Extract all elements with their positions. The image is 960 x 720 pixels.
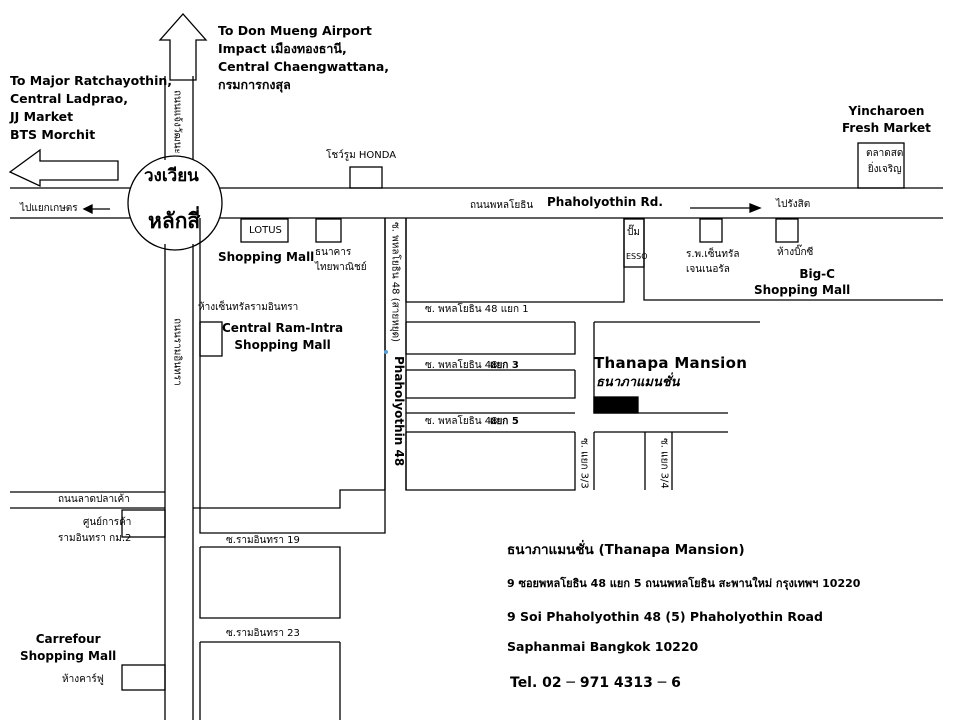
thanapa-th-label: ธนาภาแมนชั่น bbox=[596, 375, 680, 390]
carrefour-th-label: ห้างคาร์ฟู bbox=[62, 674, 104, 685]
central-en-label: Central Ram-Intra Shopping Mall bbox=[222, 321, 344, 353]
thanapa-building bbox=[593, 396, 639, 414]
market-en-label: Yincharoen Fresh Market bbox=[842, 104, 931, 135]
esso-label: ESSO bbox=[626, 252, 648, 261]
soi-3-3-label: ซ. แยก 3/3 bbox=[578, 438, 590, 489]
hospital-label: ร.พ.เซ็นทรัล เจนเนอรัล bbox=[686, 249, 740, 275]
west-destination-label: To Major Ratchayothin, Central Ladprao, … bbox=[10, 73, 173, 143]
honda-building bbox=[349, 166, 383, 189]
bigc-th-label: ห้างบิ๊กซี bbox=[777, 247, 814, 258]
road-south-vertical-label: ถนนรามอินทรา bbox=[171, 318, 183, 386]
soi-48-vertical-th-label: ซ. พหลโยธิน 48 (สายหยุด) bbox=[389, 222, 401, 343]
sun-center-building bbox=[121, 509, 166, 538]
bigc-building bbox=[775, 218, 799, 243]
road-west-label: ไปแยกเกษตร bbox=[20, 203, 78, 214]
vertical-road bbox=[164, 76, 194, 720]
address-line-en2: Saphanmai Bangkok 10220 bbox=[507, 639, 699, 654]
lotus-building bbox=[240, 218, 289, 243]
lat-pla-khao-road bbox=[10, 489, 385, 509]
bank-building bbox=[315, 218, 342, 243]
lotus-en-label: Shopping Mall bbox=[218, 250, 315, 264]
location-dot bbox=[384, 350, 388, 354]
soi-3-suffix: แยก 3 bbox=[490, 360, 519, 371]
bank-label: ธนาคาร ไทยพาณิชย์ bbox=[315, 247, 367, 273]
central-building bbox=[199, 321, 223, 357]
circle-label-bottom: หลักสี่ bbox=[148, 209, 201, 233]
soi-3-4-label: ซ. แยก 3/4 bbox=[658, 438, 670, 489]
carrefour-en-label: Carrefour Shopping Mall bbox=[20, 632, 117, 664]
soi-48-vertical-en-label: Phaholyothin 48 bbox=[391, 356, 406, 467]
road-main-en-label: Phaholyothin Rd. bbox=[547, 195, 663, 209]
road-main-th-label: ถนนพหลโยธิน bbox=[470, 200, 534, 211]
esso-top-label: ปั๊ม bbox=[627, 227, 640, 238]
market-building bbox=[857, 142, 905, 189]
address-name: ธนาภาแมนชั่น (Thanapa Mansion) bbox=[507, 542, 745, 558]
address-line-en1: 9 Soi Phaholyothin 48 (5) Phaholyothin R… bbox=[507, 609, 823, 624]
east-arrow-icon bbox=[749, 203, 762, 213]
soi-23-label: ซ.รามอินทรา 23 bbox=[226, 628, 300, 639]
circle-label-top: วงเวียน bbox=[144, 166, 199, 186]
phaholyothin-road bbox=[10, 187, 943, 219]
soi-19-label: ซ.รามอินทรา 19 bbox=[226, 535, 300, 546]
north-arrow-icon bbox=[158, 13, 208, 81]
roundabout-circle bbox=[127, 155, 223, 251]
lotus-label: LOTUS bbox=[249, 225, 282, 236]
honda-label: โชว์รูม HONDA bbox=[326, 150, 397, 161]
esso-building bbox=[623, 218, 645, 268]
west-arrow-icon bbox=[8, 148, 119, 188]
soi-3-label: ซ. พหลโยธิน 48 bbox=[425, 360, 498, 371]
central-th-label: ห้างเซ็นทรัลรามอินทรา bbox=[198, 302, 299, 313]
thanapa-en-label: Thanapa Mansion bbox=[594, 354, 748, 372]
lat-pla-khao-label: ถนนลาดปลาเค้า bbox=[58, 494, 130, 505]
road-north-vertical-label: ถนนแจ้งวัฒนะ bbox=[171, 90, 183, 154]
carrefour-building bbox=[121, 664, 166, 691]
soi-1-label: ซ. พหลโยธิน 48 แยก 1 bbox=[425, 304, 529, 315]
soi-5-label: ซ. พหลโยธิน 48 bbox=[425, 416, 498, 427]
hospital-building bbox=[699, 218, 723, 243]
address-tel: Tel. 02 ─ 971 4313 ─ 6 bbox=[510, 675, 681, 691]
north-destination-label: To Don Mueng Airport Impact เมืองทองธานี… bbox=[218, 23, 390, 93]
soi-5-suffix: แยก 5 bbox=[490, 416, 519, 427]
small-left-arrow-icon bbox=[82, 203, 93, 215]
sun-center-label: ศูนย์การค้า รามอินทรา กม.2 bbox=[58, 517, 132, 544]
address-line-th: 9 ซอยพหลโยธิน 48 แยก 5 ถนนพหลโยธิน สะพาน… bbox=[507, 577, 861, 590]
market-th-label: ตลาดสด ยิ่งเจริญ bbox=[866, 148, 904, 175]
road-east-label: ไปรังสิต bbox=[776, 199, 811, 210]
bigc-en-label: Big-C Shopping Mall bbox=[754, 267, 851, 297]
